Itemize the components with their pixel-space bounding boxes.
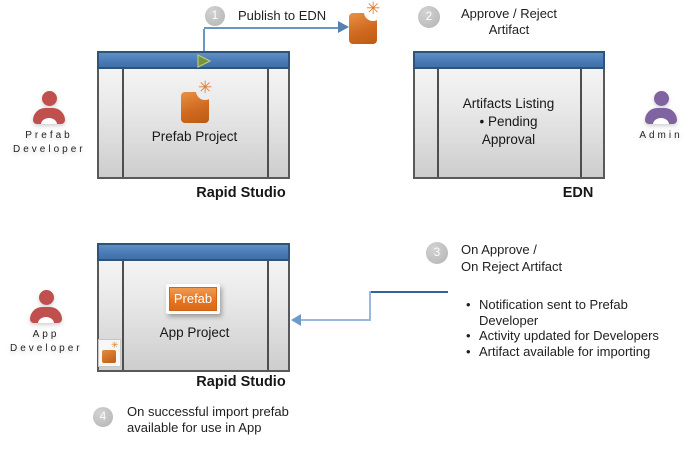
window-caption-edn: EDN [562,185,594,201]
actor-admin: Admin [625,91,697,143]
published-artifact-icon: ✳ [347,0,387,48]
window-titlebar [97,51,290,69]
actor-label-line2: Developer [13,144,86,155]
app-project-label: App Project [159,325,230,340]
window-pane-divider-right [267,261,269,370]
notify-connector-top [370,291,448,293]
step3-bullet-list: Notification sent to Prefab Developer Ac… [465,297,680,359]
window-pane-divider-left [122,261,124,370]
person-icon [38,290,54,305]
step1-badge: 1 [205,6,225,26]
artifact-bite-shape [196,82,214,100]
run-icon [197,54,212,68]
notify-connector-vertical [369,291,371,320]
notify-arrowhead-icon [291,314,301,326]
window-caption-rapid-studio-2: Rapid Studio [196,374,286,390]
bullet-item: Artifact available for importing [465,344,680,360]
window-titlebar [413,51,605,69]
step2-badge: 2 [418,6,440,28]
step4-label-line2: available for use in App [127,420,262,435]
artifact-bite-shape [364,3,382,21]
window-pane-divider-right [580,69,582,177]
edn-content-line2: • Pending [479,114,538,129]
artifact-sparkle-icon: ✳ [366,0,381,19]
window-body [97,69,290,179]
prefab-artifact-icon: ✳ [179,78,219,127]
window-titlebar [97,243,290,261]
step2-label-line1: Approve / Reject [460,6,558,21]
edn-content-line1: Artifacts Listing [462,96,555,111]
publish-connector-horizontal [204,27,338,29]
prefab-project-label: Prefab Project [151,129,238,144]
person-body-shape [33,108,65,124]
actor-label: App Developer [10,328,82,356]
person-body-shape [30,307,62,323]
step1-label: Publish to EDN [238,8,327,23]
actor-label: Prefab Developer [13,129,85,157]
person-icon [653,91,669,106]
prefab-button-label: Prefab [169,287,217,311]
prefab-button: Prefab [166,284,220,314]
bullet-item: Activity updated for Developers [465,328,680,344]
mini-sparkle-icon: ✳ [111,341,119,351]
window-pane-divider-right [267,69,269,177]
actor-app-developer: App Developer [10,290,82,356]
actor-label-line1: App [32,329,60,340]
step4-label-line1: On successful import prefab [127,404,289,419]
actor-label-line1: Admin [639,130,683,141]
person-icon [41,91,57,106]
window-caption-rapid-studio: Rapid Studio [196,185,286,201]
actor-label: Admin [625,129,697,143]
step2-label: Approve / Reject Artifact [449,6,569,38]
publish-connector-vertical [203,29,205,52]
window-prefab-studio: ✳ Prefab Project [97,51,290,179]
actor-prefab-developer: Prefab Developer [13,91,85,157]
step2-label-line2: Artifact [488,22,530,37]
actor-label-line2: Developer [10,343,83,354]
artifact-sparkle-icon: ✳ [198,78,213,98]
edn-content-line3: Approval [481,132,536,147]
window-body [413,69,605,179]
edn-artifacts-listing: Artifacts Listing • Pending Approval [437,95,580,149]
notify-connector-bottom [299,319,371,321]
step3-label-line2: On Reject Artifact [461,258,563,274]
window-app-studio: Prefab App Project ✳ [97,243,290,372]
publish-arrowhead-icon [338,21,349,33]
step4-badge: 4 [93,407,113,427]
step3-label: On Approve / On Reject Artifact [461,242,562,275]
step3-label-line1: On Approve / [461,242,537,257]
window-pane-divider-left [122,69,124,177]
window-edn: Artifacts Listing • Pending Approval [413,51,605,179]
window-pane-divider-left [437,69,439,177]
imported-prefab-tile: ✳ [98,339,121,367]
mini-artifact-icon [102,350,116,363]
actor-label-line1: Prefab [25,130,73,141]
window-body [97,261,290,372]
bullet-item: Notification sent to Prefab Developer [465,297,680,328]
step3-badge: 3 [426,242,448,264]
person-body-shape [645,108,677,124]
step4-label: On successful import prefab available fo… [127,404,289,436]
